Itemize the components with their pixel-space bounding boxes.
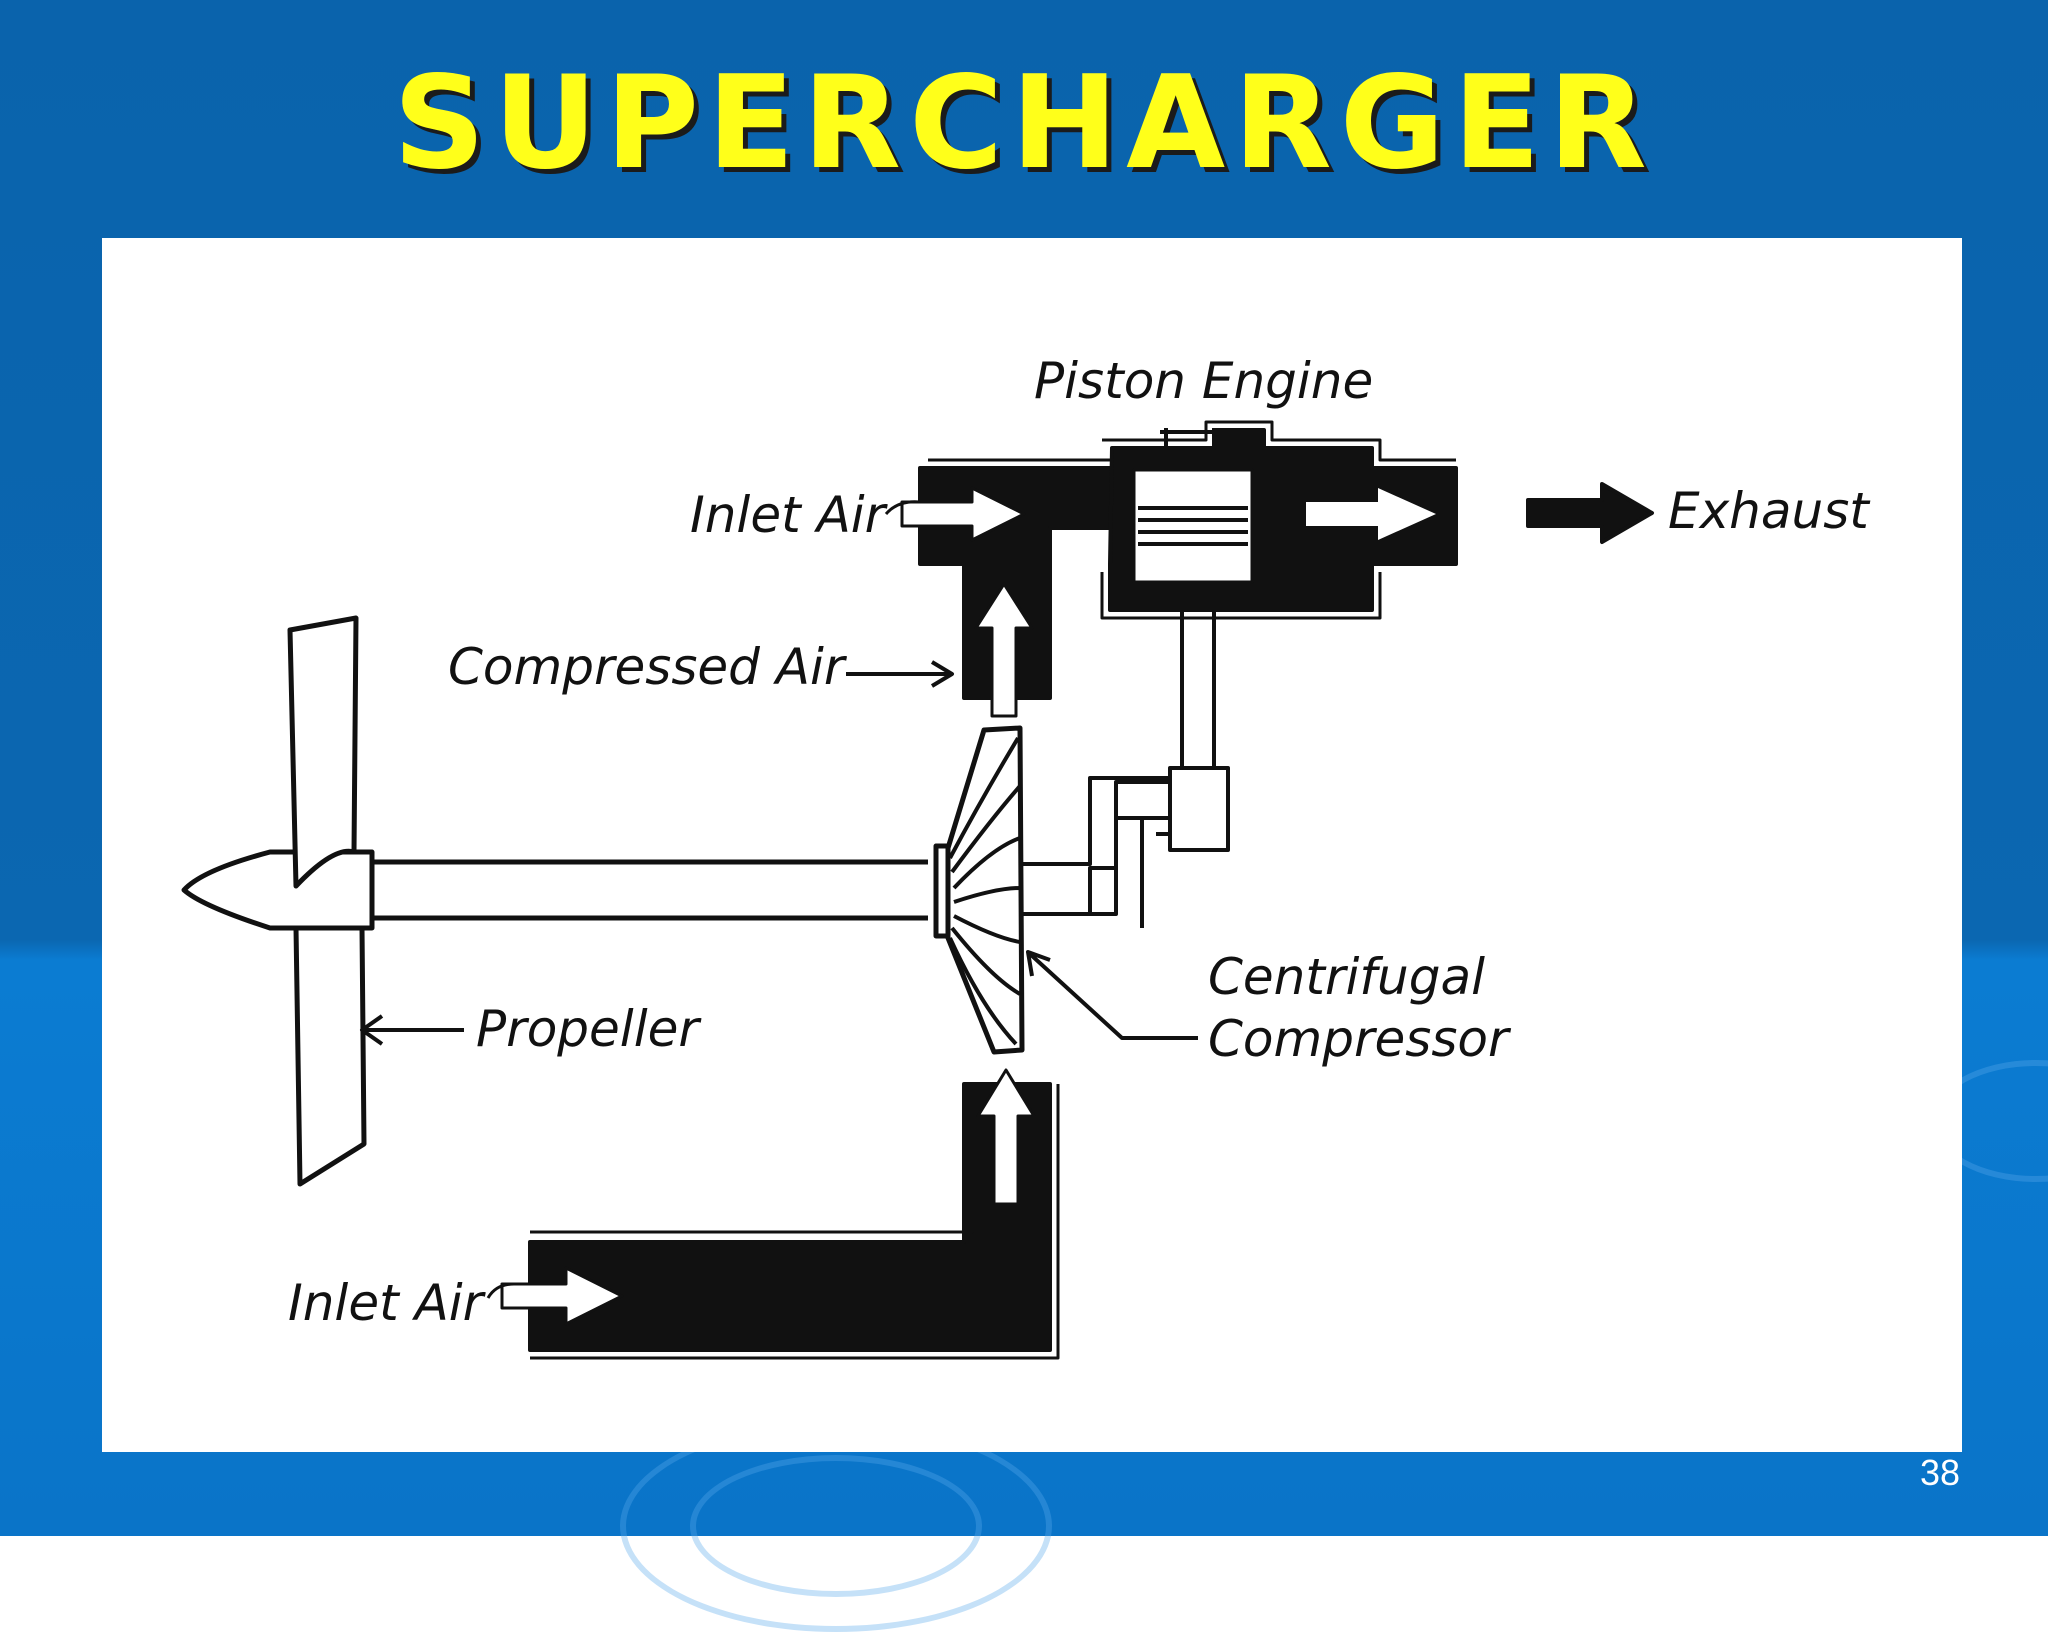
piston-engine-outline (1100, 420, 1456, 620)
diagram-panel: Piston Engine Inlet Air Exhaust Compress… (102, 238, 1962, 1452)
crank-link-b (1022, 816, 1170, 916)
propeller-blade-upper (287, 615, 359, 889)
label-inlet-air-bottom: Inlet Air (288, 1274, 487, 1332)
inlet-flow-arrow-top (900, 486, 1026, 542)
water-ripple-decoration (690, 1455, 982, 1597)
exhaust-flow-arrow-inner (1306, 488, 1436, 540)
supercharger-diagram: Piston Engine Inlet Air Exhaust Compress… (181, 352, 1871, 1360)
compressor-vanes (948, 736, 1022, 1046)
label-propeller: Propeller (476, 1000, 702, 1058)
crank-linkage (1022, 780, 1170, 928)
crank-housing (1168, 766, 1230, 852)
exhaust-arrow (1526, 482, 1654, 544)
compressed-flow-arrow (974, 582, 1034, 718)
propeller-shaft (372, 859, 928, 921)
crank-link-a (1022, 776, 1170, 866)
piston-cylinder (1132, 468, 1254, 584)
top-inlet-duct-outline (928, 458, 1112, 698)
compressed-air-leader (846, 660, 954, 688)
label-inlet-air-top: Inlet Air (690, 486, 889, 544)
compressor-leader (1026, 950, 1198, 1040)
inlet-air-bottom-leader (486, 1282, 515, 1299)
slide-title: SUPERCHARGER (393, 49, 1655, 198)
connecting-rod (1180, 610, 1216, 768)
propeller-leader (360, 1014, 464, 1046)
propeller-spinner (181, 849, 375, 931)
label-centrifugal: Centrifugal (1208, 948, 1485, 1006)
label-piston-engine: Piston Engine (1034, 352, 1373, 410)
page-number: 38 (1919, 1452, 1960, 1493)
inlet-flow-arrow-bottom (500, 1266, 624, 1326)
bottom-inlet-duct-outline (530, 1084, 1060, 1360)
inlet-flow-arrow-bottom-up (976, 1068, 1036, 1206)
label-compressed-air: Compressed Air (448, 638, 848, 696)
engine-valves (1160, 428, 1220, 448)
label-exhaust: Exhaust (1668, 482, 1871, 540)
propeller-blade-lower (293, 925, 367, 1187)
bottom-inlet-duct (528, 1082, 1052, 1352)
inlet-air-top-leader (884, 500, 921, 516)
label-compressor: Compressor (1208, 1010, 1512, 1068)
piston-rings (1138, 506, 1248, 546)
